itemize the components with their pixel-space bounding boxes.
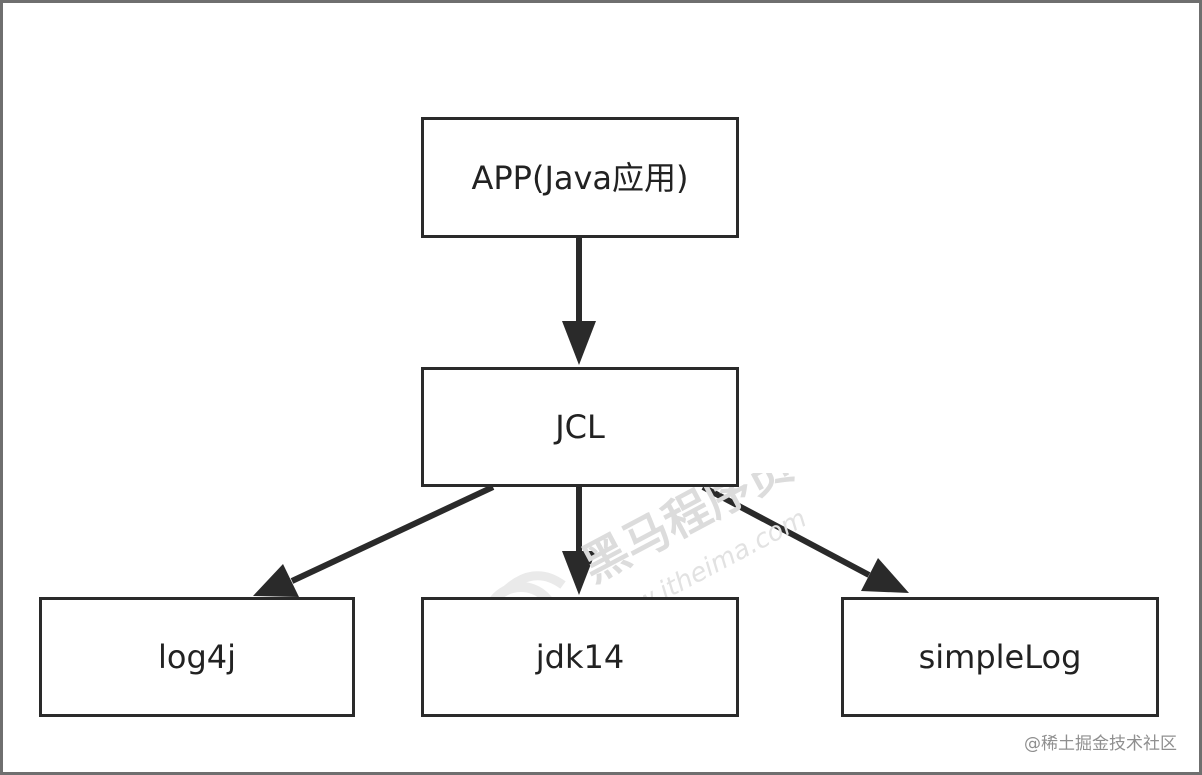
arrowhead-log4j <box>253 564 299 597</box>
edge-jcl-to-log4j <box>290 484 495 584</box>
node-app-label: APP(Java应用) <box>471 158 689 197</box>
node-jcl-label: JCL <box>555 408 605 446</box>
node-app: APP(Java应用) <box>421 117 739 238</box>
node-simplelog: simpleLog <box>841 597 1159 717</box>
node-jdk14-label: jdk14 <box>535 638 625 676</box>
arrowhead-simplelog <box>861 558 909 593</box>
node-simplelog-label: simpleLog <box>918 638 1082 676</box>
watermark-brand: 黑马程序员 <box>573 473 801 593</box>
node-jdk14: jdk14 <box>421 597 739 717</box>
node-log4j-label: log4j <box>157 638 237 676</box>
arrowhead-jdk14 <box>562 551 596 595</box>
node-jcl: JCL <box>421 367 739 487</box>
credit-text: @稀土掘金技术社区 <box>1024 734 1177 754</box>
arrowhead-jcl <box>562 321 596 365</box>
edge-jcl-to-simplelog <box>701 484 871 578</box>
node-log4j: log4j <box>39 597 355 717</box>
